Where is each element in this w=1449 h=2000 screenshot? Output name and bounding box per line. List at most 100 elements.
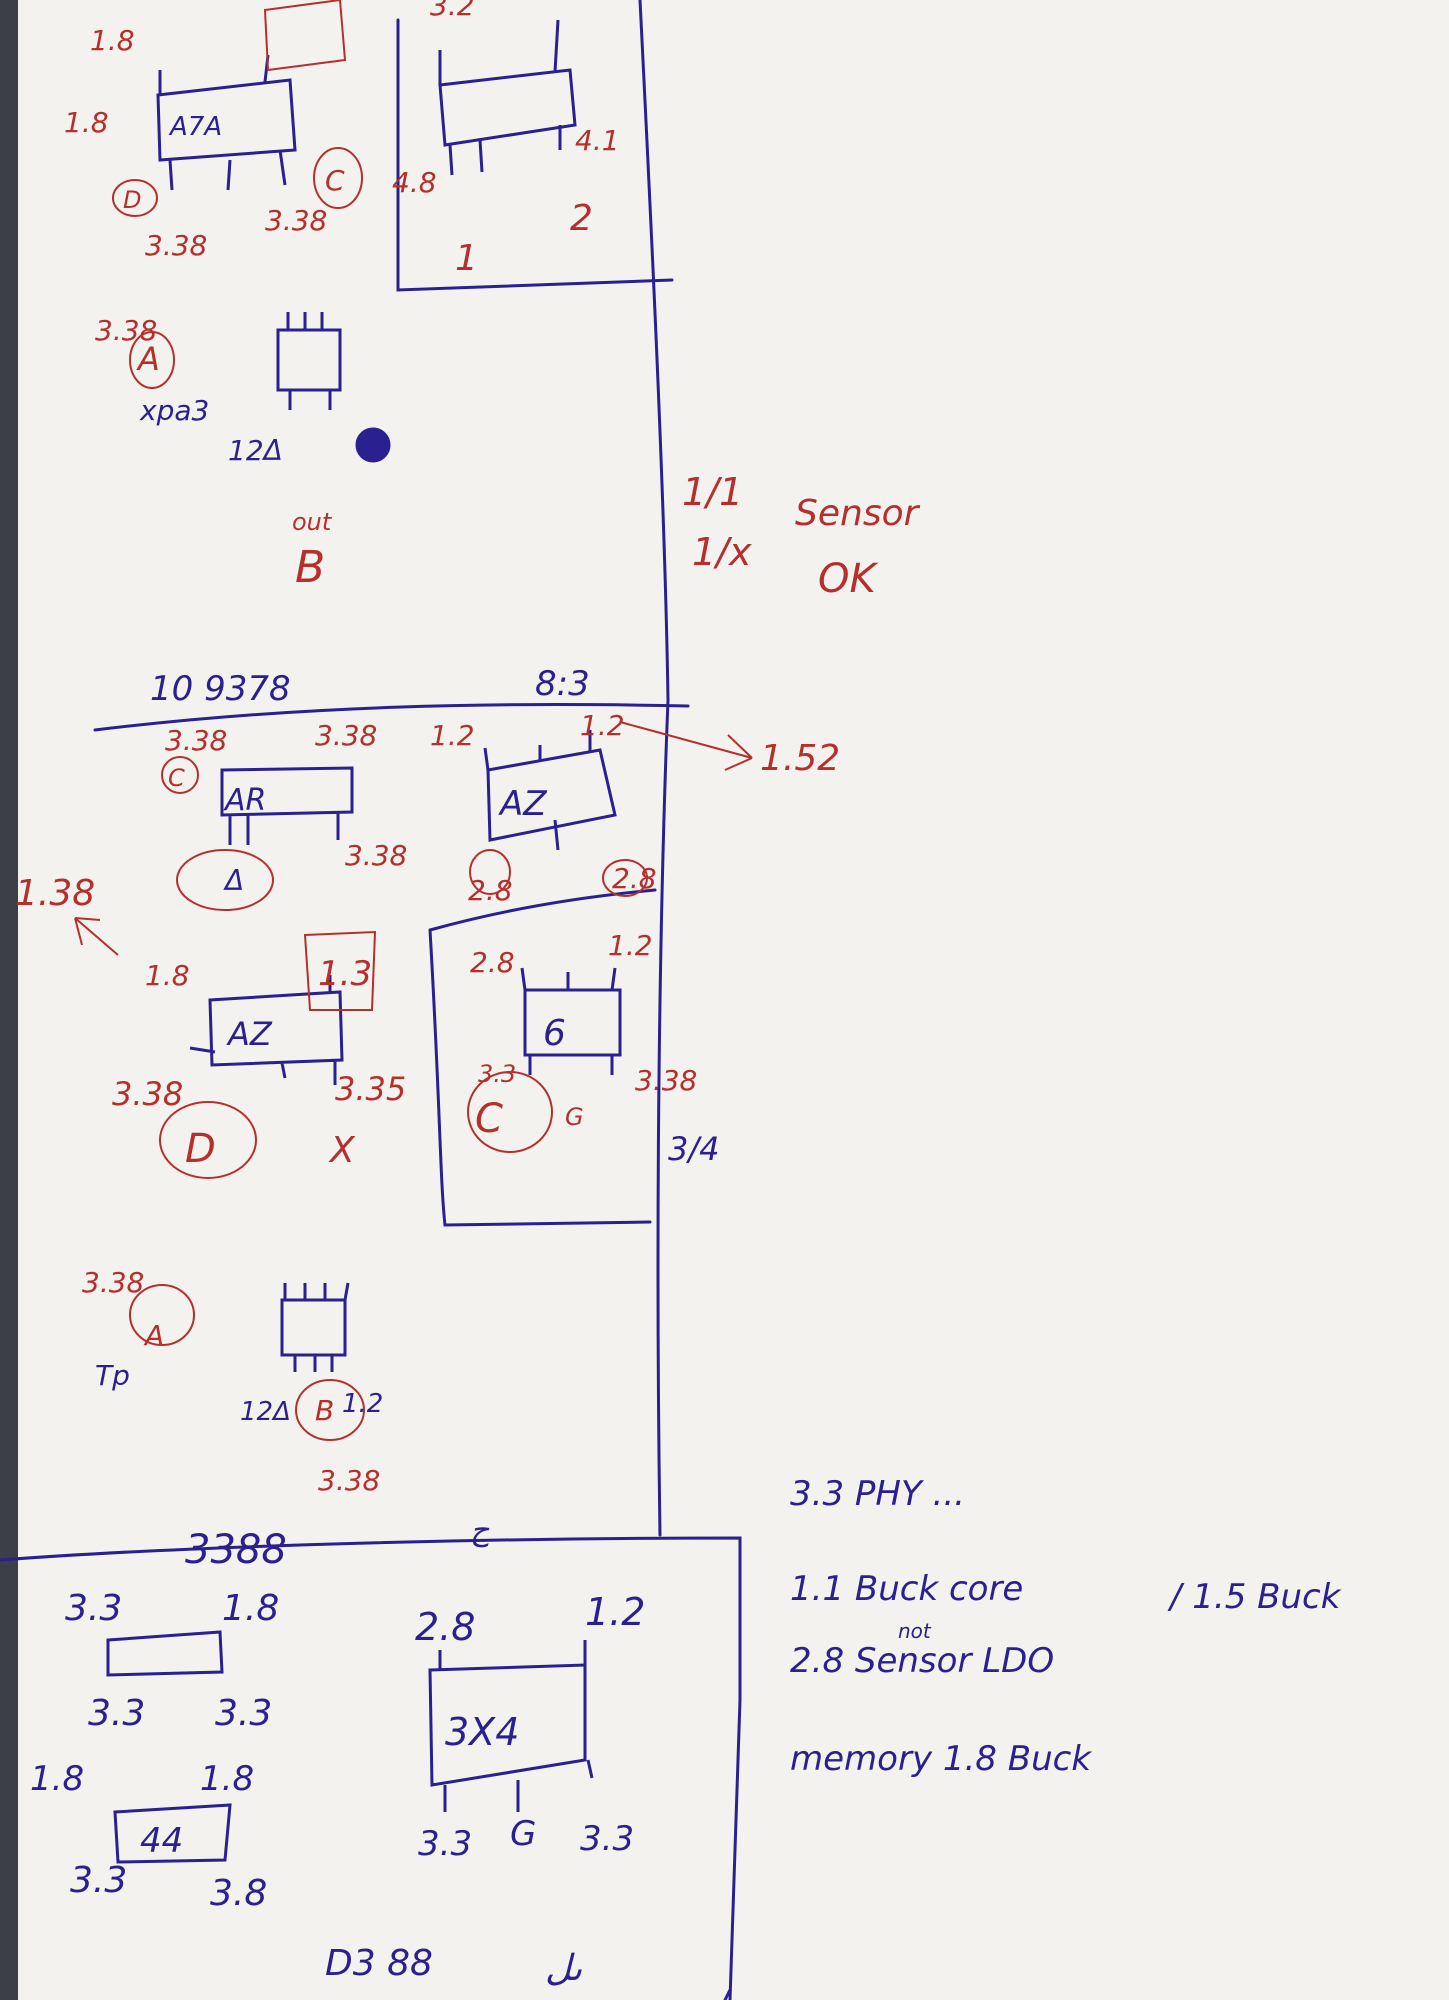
bottom-section-outline [0,1536,742,2000]
bottom-arrow-mark: ح [470,1513,490,1548]
top-left-v-a: 1.8 [64,106,109,139]
chip-6-enclosure [428,888,657,1227]
chip-ar-delta: Δ [223,864,244,897]
chip-3x4-pin-1: 3.3 [418,1824,472,1864]
bottom-header: 3388 [185,1527,287,1573]
top-right-v-top: 3.2 [430,0,475,22]
out-letter: B [295,542,325,593]
chip-az-top-pin-bl: 2.8 [468,874,513,907]
divider-text-left: 10 9378 [150,669,291,709]
legend-line-2a: 1.1 Buck core [790,1569,1023,1609]
chip-az-mid-label: AZ [226,1015,273,1053]
fraction-2: 1/x [692,530,752,574]
chip-az-mid-circle: D [185,1126,216,1172]
label-2: 2 [570,198,593,239]
chip-az-top-pin-br: 2.8 [612,862,657,895]
chip-44-label: 44 [140,1821,183,1861]
chip-3x4-label: 3X4 [445,1710,519,1754]
box-label-3-4: 3/4 [668,1130,720,1168]
small-chip-2-circle-b: B [315,1394,334,1427]
side-arrow-label: 1.38 [15,873,95,914]
top-left-circle-d: D [123,186,141,214]
chip-44-v-tr: 1.8 [200,1759,254,1799]
arrow-target-label: 1.52 [760,738,840,779]
horizontal-divider [93,703,690,732]
top-left-circle-c: C [325,164,345,197]
chip-6-g: G [565,1103,584,1131]
chip-3x4-pin-3: 3.3 [580,1819,634,1859]
note-tp: Tp [95,1359,130,1392]
sensor-label: Sensor [795,493,921,534]
chip-6 [520,967,622,1075]
red-markings [74,0,753,1441]
chip-ar-pin-tl: 3.38 [165,724,227,757]
chip-left-top-v-bl: 3.3 [88,1693,145,1734]
ok-label: OK [818,556,878,602]
main-vertical-line [638,0,670,1537]
bottom-footer: D3 88 [325,1943,433,1984]
chip-a7a-label: A7A [168,112,222,142]
chip-ar-pin-br: 3.38 [345,839,407,872]
small-chip-1 [276,312,391,463]
chip-left-top-v-tr: 1.8 [222,1588,279,1629]
chip-44-v-br: 3.8 [210,1873,267,1914]
small-chip-2 [280,1282,350,1372]
bottom-footer-mark: ىل [545,1948,582,1989]
chip-ar-pin-tr: 3.38 [315,719,377,752]
top-left-pin-b: 3.38 [265,204,327,237]
divider-text-right: 8:3 [535,664,590,704]
chip-3x4-pin-2: G [510,1814,536,1854]
pin-12-delta: 12Δ [228,434,283,467]
chip-az-top-v-left: 1.2 [430,719,475,752]
top-right-v-left: 4.8 [392,166,437,199]
small-chip-2-v: 3.38 [82,1266,144,1299]
chip-6-v-left: 2.8 [470,946,515,979]
small-chip-1-v: 3.38 [95,314,157,347]
legend-line-3: 2.8 Sensor LDO [790,1641,1054,1681]
chip-ar [220,766,354,845]
chip-az-mid-pin-br: 3.35 [335,1070,406,1108]
chip-ar-circle: C [168,764,185,792]
chip-6-circle: C [475,1096,503,1142]
chip-44-v-tl: 1.8 [30,1759,84,1799]
chip-44-v-bl: 3.3 [70,1860,127,1901]
out-label: out [292,508,333,536]
top-right-compartment [396,18,674,292]
top-left-v-b: 1.8 [90,24,135,57]
paper-background [18,0,1449,2000]
legend-line-1: 3.3 PHY ... [790,1474,965,1514]
pin-12-delta-2: 12Δ [240,1397,291,1427]
chip-az-mid-box: 1.3 [318,954,372,994]
chip-3x4-v-tr: 1.2 [585,1590,645,1634]
chip-az-mid [189,975,344,1085]
top-right-v-right: 4.1 [575,124,620,157]
small-chip-2-circle: A [143,1319,164,1352]
chip-left-top-v-br: 3.3 [215,1693,272,1734]
chip-6-label: 6 [543,1013,566,1054]
pin-1-2: 1.2 [342,1389,383,1419]
small-chip-2-v-bottom: 3.38 [318,1464,380,1497]
top-left-pin-a: 3.38 [145,229,207,262]
chip-a7a [156,54,297,191]
chip-az-mid-pin-bl: 3.38 [112,1075,183,1113]
chip-ar-label: AR [223,783,266,818]
small-chip-1-circle: A [136,340,160,378]
legend-line-2b: / 1.5 Buck [1167,1577,1342,1617]
bottom-chips [106,1630,594,1864]
chip-top-right [438,19,577,176]
legend-line-4: memory 1.8 Buck [790,1739,1092,1779]
chip-6-pin-bl: 3.3 [478,1060,516,1088]
chip-6-pin-br: 3.38 [635,1064,697,1097]
label-1: 1 [455,238,478,279]
chip-az-top [483,730,617,851]
chip-az-mid-mark: X [328,1130,356,1171]
chip-az-top-label: AZ [498,784,547,824]
fraction-1: 1/1 [682,470,743,514]
chip-az-top-v-right: 1.2 [580,709,625,742]
circuit-lines [0,0,742,2000]
chip-az-mid-v-left: 1.8 [145,959,190,992]
chip-6-v-right: 1.2 [608,929,653,962]
chip-3x4-v-tl: 2.8 [415,1605,475,1649]
